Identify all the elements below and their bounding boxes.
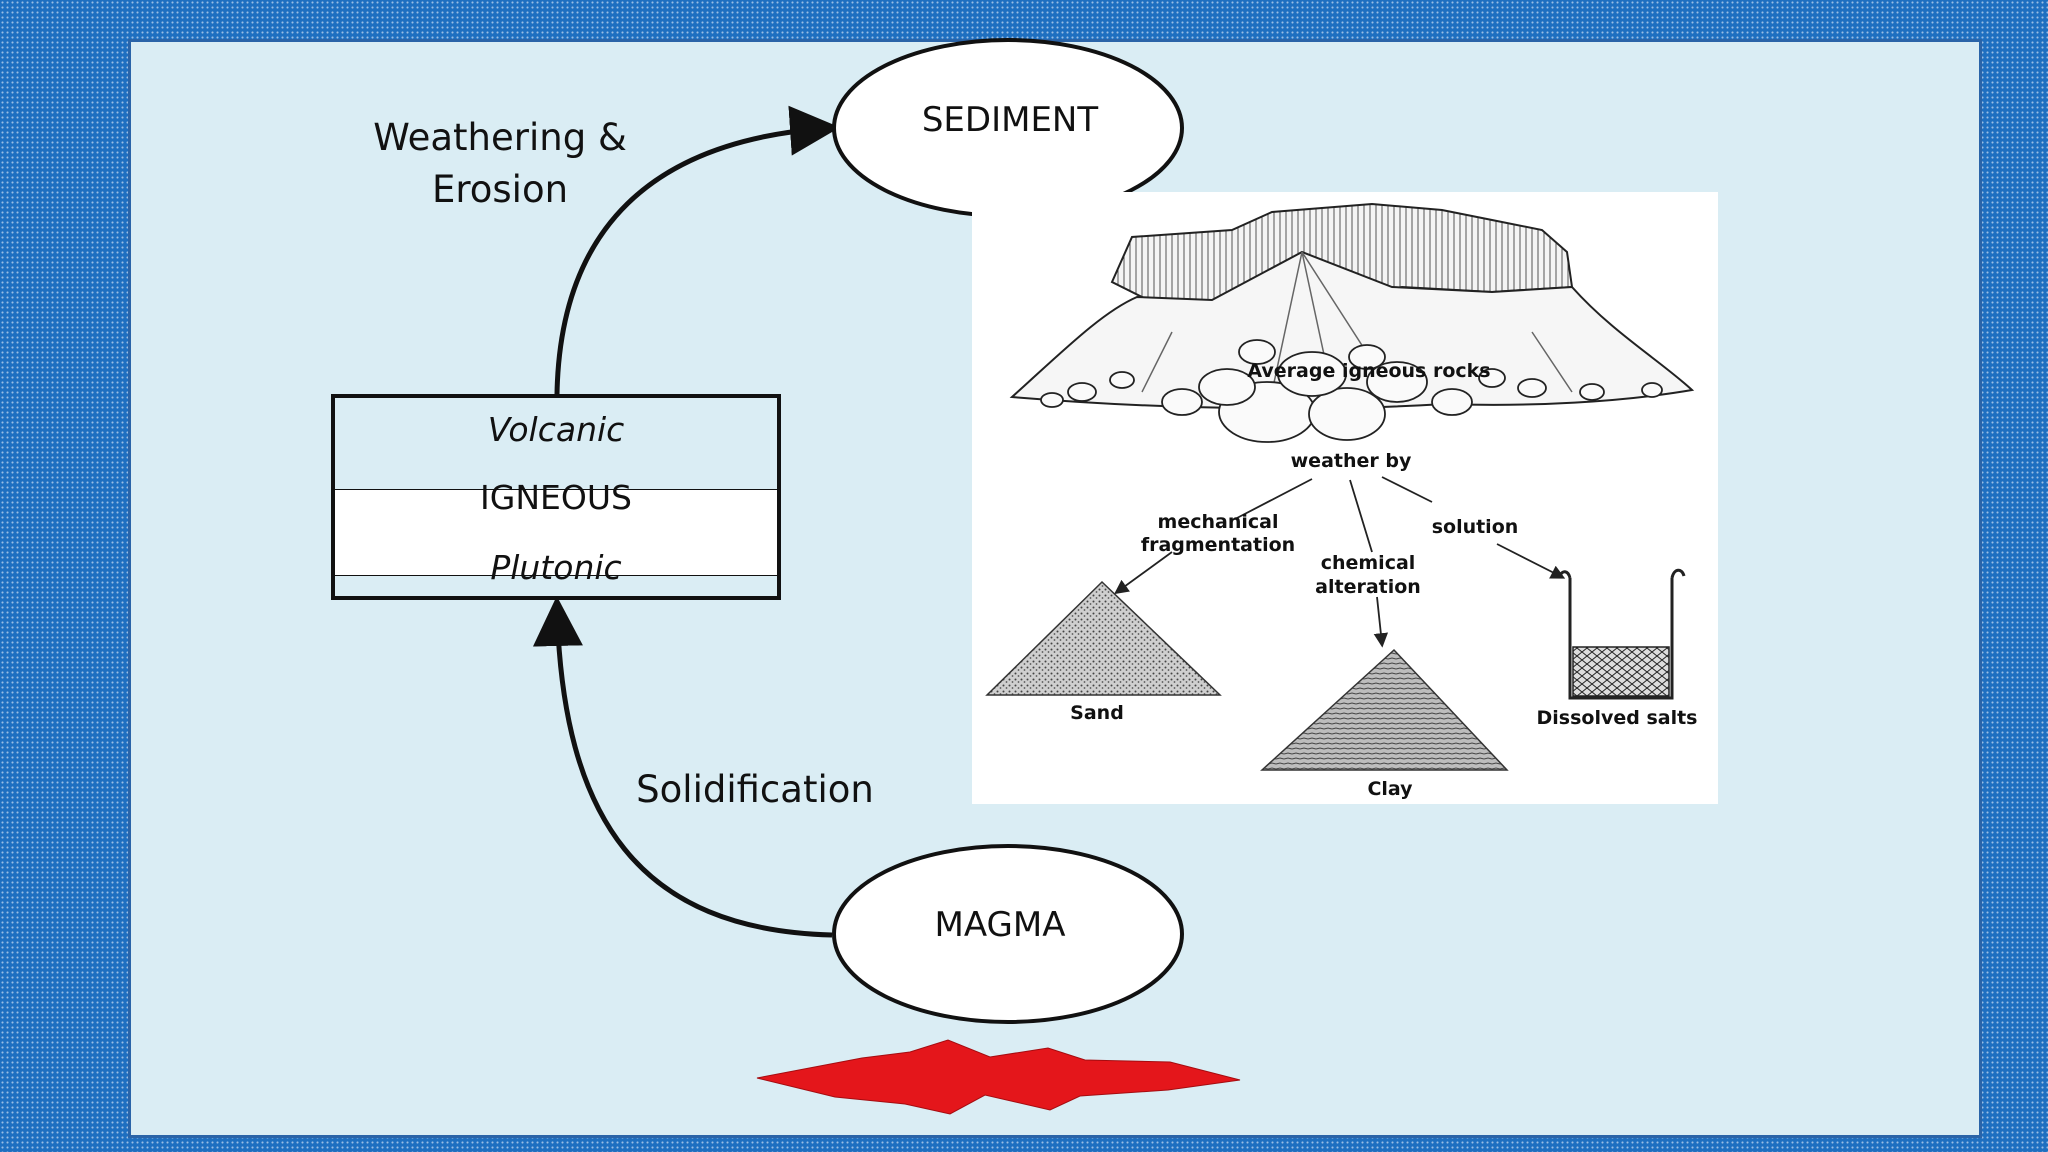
beaker-icon xyxy=(1558,568,1686,700)
sediment-label: SEDIMENT xyxy=(921,100,1099,140)
weather-by-label: weather by xyxy=(1291,450,1412,472)
weathering-label-line2: Erosion xyxy=(431,168,569,211)
mesa-illustration xyxy=(1009,202,1695,443)
heat-burst-icon xyxy=(756,1039,1241,1115)
weathering-illustration: Average igneous rocks weather by mechani… xyxy=(972,192,1718,804)
mechanical-label-line2: fragmentation xyxy=(1141,534,1295,556)
solution-label: solution xyxy=(1432,516,1519,538)
weathering-arrow xyxy=(554,105,840,395)
solidification-label: Solidification xyxy=(636,768,874,811)
chemical-arrow xyxy=(1349,479,1382,644)
solution-arrow xyxy=(1381,476,1562,577)
clay-pile xyxy=(1260,648,1509,771)
weathering-label-line1: Weathering & xyxy=(373,116,627,159)
mechanical-label-line1: mechanical xyxy=(1158,511,1279,533)
dissolved-salts-label: Dissolved salts xyxy=(1537,707,1698,729)
sand-pile xyxy=(985,580,1222,696)
plutonic-label: Plutonic xyxy=(490,548,622,587)
igneous-label: IGNEOUS xyxy=(480,478,632,517)
sand-label: Sand xyxy=(1070,702,1124,724)
mechanical-arrow xyxy=(1117,478,1313,592)
chemical-label-line1: chemical xyxy=(1321,552,1416,574)
magma-label: MAGMA xyxy=(934,905,1066,945)
weathering-figure: Average igneous rocks weather by mechani… xyxy=(985,202,1698,800)
solidification-arrow xyxy=(532,596,833,938)
volcanic-label: Volcanic xyxy=(487,410,625,449)
magma-ellipse xyxy=(832,844,1184,1024)
clay-label: Clay xyxy=(1367,778,1413,800)
igneous-box: Volcanic IGNEOUS Plutonic xyxy=(331,394,781,600)
chemical-label-line2: alteration xyxy=(1315,576,1421,598)
igneous-band xyxy=(335,489,777,576)
weathering-label: Weathering & Erosion xyxy=(330,112,670,216)
source-label: Average igneous rocks xyxy=(1247,360,1490,382)
